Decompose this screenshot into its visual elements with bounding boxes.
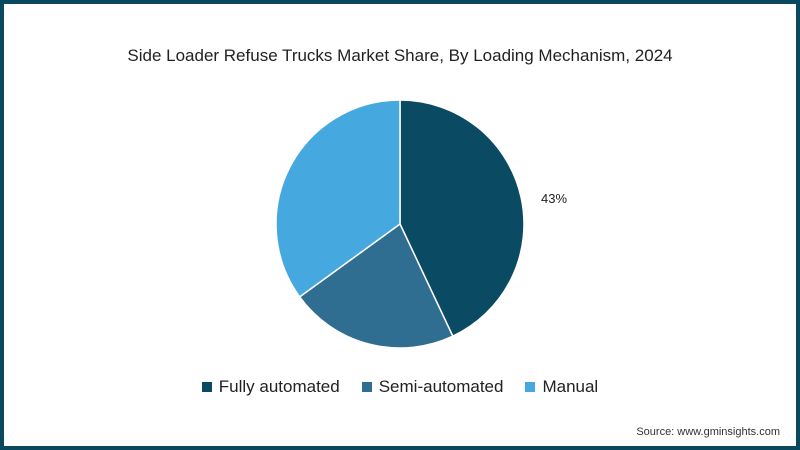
legend-label: Semi-automated [378,377,504,396]
legend-swatch-icon [525,382,536,392]
legend-swatch-icon [361,382,372,392]
pie-slice-semi-automated [298,222,454,349]
pie-slice-manual [275,99,401,298]
legend-item-fully-automated: Fully automated [201,377,340,397]
slice-label-fully-automated: 43% [541,191,568,206]
legend-swatch-icon [201,382,212,392]
legend-item-semi-automated: Semi-automated [361,377,504,397]
pie-slice-fully-automated [399,99,525,338]
legend: Fully automated Semi-automated Manual [0,377,800,397]
pie-slices [275,99,525,349]
legend-item-manual: Manual [525,377,598,397]
legend-label: Fully automated [218,377,340,396]
chart-title: Side Loader Refuse Trucks Market Share, … [127,46,673,65]
source-note: Source: www.gminsights.com [636,426,780,438]
legend-label: Manual [542,377,599,396]
